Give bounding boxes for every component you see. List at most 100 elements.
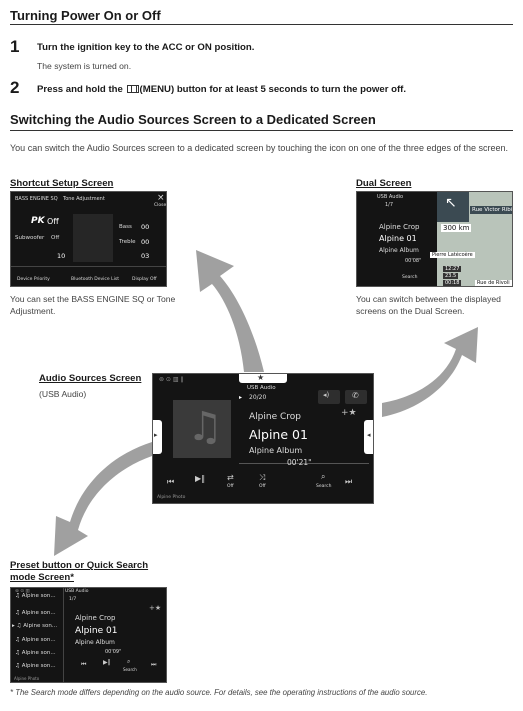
dual-artist: Alpine Crop [379, 223, 420, 231]
distance-value: 300 km [441, 224, 472, 232]
audio-source-label: USB Audio [247, 385, 276, 391]
close-icon[interactable]: × [157, 193, 165, 203]
previous-track-button[interactable]: ⏮ [167, 477, 175, 486]
right-edge-arrow-icon: ◂ [367, 431, 371, 439]
list-item[interactable]: ♫ Alpine son... [15, 637, 56, 643]
left-edge-tab[interactable] [153, 420, 162, 454]
preset-album: Alpine Album [75, 639, 115, 646]
tab-bass-engine[interactable]: BASS ENGINE SQ [15, 196, 58, 202]
preset-favorite-icon[interactable]: +★ [149, 604, 162, 612]
footnote: * The Search mode differs depending on t… [10, 688, 428, 697]
repeat-label: Off [227, 484, 234, 489]
brand-label: Alpine Photo [157, 495, 186, 500]
bass-value: 00 [141, 223, 150, 231]
preset-next-button[interactable]: ⏭ [151, 661, 157, 668]
music-note-icon: ♫ [187, 404, 223, 450]
shuffle-icon[interactable]: ⤨ [259, 473, 266, 482]
device-priority-button[interactable]: Device Priority [17, 277, 50, 282]
album-art [173, 400, 231, 458]
speaker-icon: ◂) [323, 391, 330, 399]
next-track-button[interactable]: ⏭ [345, 477, 353, 486]
list-item[interactable]: ♫ Alpine son... [15, 593, 56, 599]
pk-off-value[interactable]: Off [47, 217, 59, 226]
top-edge-star-icon: ★ [257, 373, 265, 382]
road-name: Rue de Rivoli [475, 280, 512, 286]
dual-album: Alpine Album [379, 247, 419, 254]
list-item[interactable]: ♫ Alpine son... [15, 663, 56, 669]
arrow-to-dual-icon [382, 327, 478, 417]
preset-previous-button[interactable]: ⏮ [81, 661, 87, 668]
list-item[interactable]: ♫ Alpine son... [15, 650, 56, 656]
preset-play-pause-button[interactable]: ▶‖ [103, 659, 111, 666]
display-off-button[interactable]: Display Off [132, 277, 157, 282]
bass-label: Bass [119, 224, 132, 230]
section-title-switching: Switching the Audio Sources Screen to a … [10, 112, 376, 127]
volume-button[interactable] [318, 390, 340, 404]
subwoofer-label: Subwoofer [15, 235, 45, 241]
step-text-1: Turn the ignition key to the ACC or ON p… [37, 42, 255, 53]
clock-readout: 12:27 [443, 266, 462, 272]
audio-sources-label: Audio Sources Screen [39, 373, 142, 384]
level-value-10: 10 [57, 252, 66, 260]
search-icon[interactable]: ⌕ [321, 472, 326, 481]
level-value-03: 03 [141, 252, 150, 260]
favorite-star-icon[interactable]: +★ [341, 408, 357, 418]
repeat-icon[interactable]: ⇄ [227, 473, 234, 482]
phone-button[interactable] [345, 390, 367, 404]
preset-search-label: Search [123, 667, 137, 672]
dual-elapsed-time: 00'08" [405, 258, 422, 264]
dual-search-button[interactable]: Search [402, 275, 418, 280]
phone-icon: ✆ [352, 391, 359, 400]
left-edge-arrow-icon: ▸ [154, 431, 158, 439]
menu-button-icon [126, 85, 139, 93]
audio-elapsed-time: 00'21" [287, 458, 312, 467]
list-item[interactable]: ▸ ♫ Alpine son... [12, 623, 58, 629]
list-item[interactable]: ♫ Alpine son... [15, 610, 56, 616]
turn-arrow-panel [437, 192, 469, 222]
audio-sources-sublabel: (USB Audio) [39, 389, 87, 399]
right-edge-tab[interactable] [364, 420, 373, 454]
audio-album: Alpine Album [249, 446, 303, 455]
shuffle-label: Off [259, 484, 266, 489]
dual-caption: You can switch between the displayed scr… [356, 294, 501, 316]
preset-source-label: USB Audio [65, 589, 89, 594]
close-label: Close [154, 203, 167, 208]
status-icons: ⊚ ⊙ ▥ ∥ [159, 376, 184, 383]
preset-quick-search-screen: ⊚ ⊙ ▥ USB Audio 1/7 ♫ Alpine son... ♫ Al… [10, 587, 167, 683]
play-indicator-icon: ▸ [239, 394, 243, 401]
subwoofer-value[interactable]: Off [51, 235, 60, 241]
step2-text-after: (MENU) button for at least 5 seconds to … [139, 84, 407, 95]
audio-sources-screen: ★ ⊚ ⊙ ▥ ∥ USB Audio ▸ 20/20 ◂) ✆ ▸ ◂ ♫ A… [152, 373, 374, 504]
dual-screen: USB Audio 1/7 Alpine Crop Alpine 01 Alpi… [356, 191, 513, 287]
progress-track[interactable] [239, 463, 369, 464]
arrow-to-preset-icon [54, 442, 152, 556]
step-number-1: 1 [10, 37, 20, 56]
top-edge-tab[interactable] [239, 374, 287, 383]
preset-track-number: 1/7 [69, 597, 77, 602]
pk-logo: PK [31, 216, 45, 226]
play-pause-button[interactable]: ▶‖ [195, 474, 206, 483]
dual-title: Alpine 01 [379, 234, 417, 243]
preset-elapsed-time: 00'09" [105, 649, 122, 655]
audio-track-number: 20/20 [249, 394, 267, 401]
preset-search-icon[interactable]: ⌕ [127, 658, 131, 665]
place-name: Pierre Latécoère [430, 252, 475, 258]
navigation-map[interactable]: ↖ 300 km Rue Victor Ribin Pierre Latécoè… [430, 192, 512, 286]
shortcut-screen-label: Shortcut Setup Screen [10, 178, 114, 189]
footer-divider [11, 266, 166, 267]
dual-source-label: USB Audio [377, 194, 404, 200]
shortcut-caption: You can set the BASS ENGINE SQ or Tone A… [10, 294, 176, 316]
time-readout: 00:18 [443, 280, 462, 286]
slider-panel[interactable] [73, 214, 113, 262]
tab-tone-adjustment[interactable]: Tone Adjustment [63, 196, 105, 202]
preset-screen-label: Preset button or Quick Search mode Scree… [10, 560, 149, 583]
preset-brand-label: Alpine Photo [14, 676, 40, 681]
search-label: Search [316, 484, 332, 489]
audio-title: Alpine 01 [249, 427, 308, 442]
turn-arrow-icon: ↖ [445, 195, 457, 211]
treble-value: 00 [141, 238, 150, 246]
dual-track-number: 1/7 [385, 202, 394, 208]
bluetooth-device-list-button[interactable]: Bluetooth Device List [71, 277, 119, 282]
section-title-power: Turning Power On or Off [10, 8, 161, 23]
step-subtext-1: The system is turned on. [37, 61, 132, 71]
